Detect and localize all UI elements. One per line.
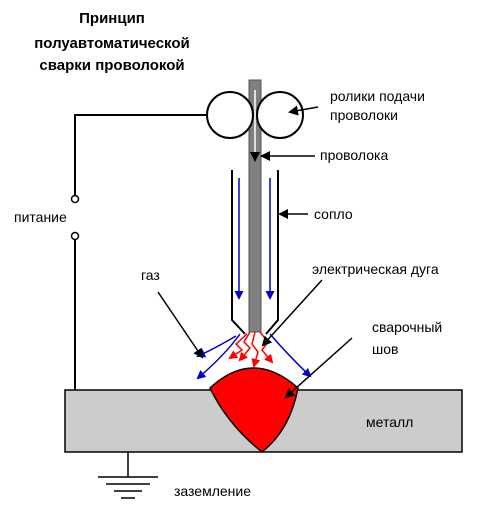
electric-arc xyxy=(228,331,274,368)
arc-label: электрическая дуга xyxy=(312,261,439,277)
wire-label: проволока xyxy=(320,147,388,163)
ground-label: заземление xyxy=(174,483,251,499)
ground-symbol xyxy=(98,452,158,499)
weld-callout xyxy=(284,337,353,399)
nozzle xyxy=(231,170,279,335)
title-line-2: полуавтоматической xyxy=(34,35,190,52)
rollers-callout xyxy=(288,105,319,116)
weld-label-line-1: сварочный xyxy=(372,319,442,335)
gas-callout xyxy=(157,291,204,359)
feed-roller-right xyxy=(256,91,304,139)
title-line-1: Принцип xyxy=(79,10,145,27)
feed-roller-left xyxy=(206,91,254,139)
nozzle-label: сопло xyxy=(314,206,353,222)
weld-seam xyxy=(209,367,299,453)
power-circuit xyxy=(74,114,208,390)
rollers-label-line-1: ролики подачи xyxy=(330,88,425,104)
gas-label: газ xyxy=(141,267,160,283)
power-terminal-top xyxy=(70,194,80,204)
power-label: питание xyxy=(14,209,67,225)
power-wire-top xyxy=(74,114,208,195)
power-terminal-bottom xyxy=(70,231,80,241)
title-line-3: сварки проволокой xyxy=(39,57,184,74)
weld-label-line-2: шов xyxy=(372,341,398,357)
gas-flow xyxy=(196,178,312,380)
rollers-label-line-2: проволоки xyxy=(330,107,398,123)
metal-label: металл xyxy=(366,414,413,430)
arc-callout xyxy=(261,279,323,347)
